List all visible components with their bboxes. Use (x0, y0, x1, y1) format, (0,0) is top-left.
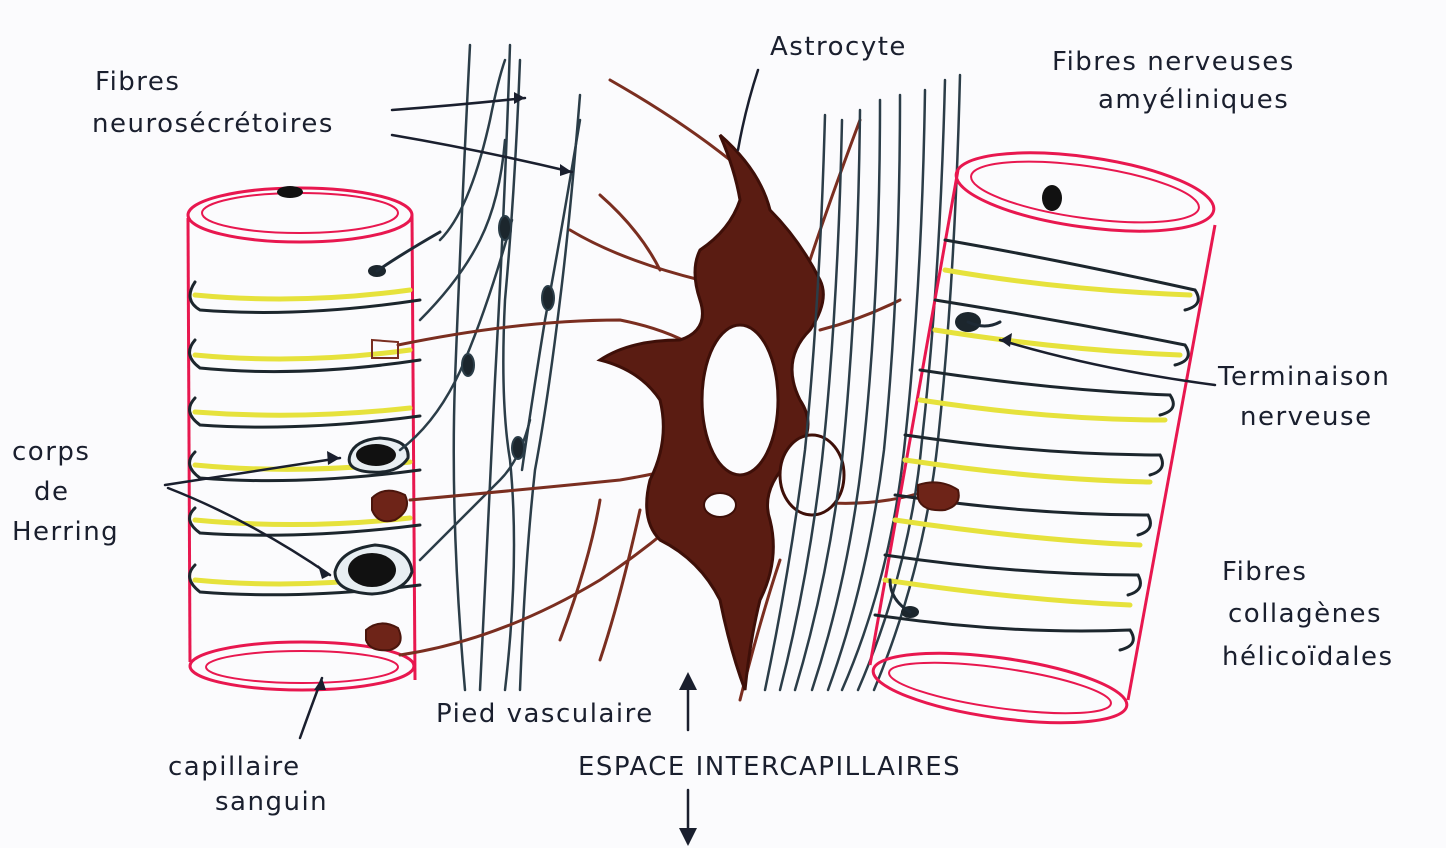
label-fibres-neurosecretoires-line2: neurosécrétoires (92, 109, 334, 139)
label-corps-herring-line2: de (34, 477, 70, 507)
arrow-down-icon (679, 828, 697, 846)
endothelial-nucleus (277, 186, 303, 198)
arrow-up-icon (679, 672, 697, 690)
right-vascular-foot (918, 482, 959, 510)
label-fibres-collagenes-line1: Fibres (1222, 557, 1307, 587)
label-capillaire-line1: capillaire (168, 752, 301, 782)
astrocyte-vacuole-large (702, 325, 778, 475)
label-fibres-neurosecretoires-line1: Fibres (95, 67, 180, 97)
astrocyte-vacuole-tiny (704, 493, 736, 517)
label-corps-herring-line1: corps (12, 437, 90, 467)
label-corps-herring-line3: Herring (12, 517, 119, 547)
astrocyte (398, 80, 930, 700)
label-espace-intercapillaire: ESPACE INTERCAPILLAIRES (578, 752, 961, 782)
label-fibres-collagenes-line3: hélicoïdales (1222, 642, 1394, 672)
label-fibres-collagenes-line2: collagènes (1228, 599, 1382, 629)
left-capillary (188, 186, 440, 690)
label-terminaison-line1: Terminaison (1217, 362, 1390, 392)
label-astrocyte: Astrocyte (770, 32, 907, 62)
right-endothelial-nucleus (1042, 185, 1062, 211)
label-fibres-nerveuses-line2: amyéliniques (1098, 85, 1289, 115)
label-fibres-nerveuses-line1: Fibres nerveuses (1052, 47, 1295, 77)
label-pied-vasculaire: Pied vasculaire (436, 699, 654, 729)
left-vascular-feet (366, 340, 407, 650)
label-terminaison-line2: nerveuse (1240, 402, 1373, 432)
astrocyte-vacuole-small (780, 435, 844, 515)
label-capillaire-line2: sanguin (215, 787, 328, 817)
